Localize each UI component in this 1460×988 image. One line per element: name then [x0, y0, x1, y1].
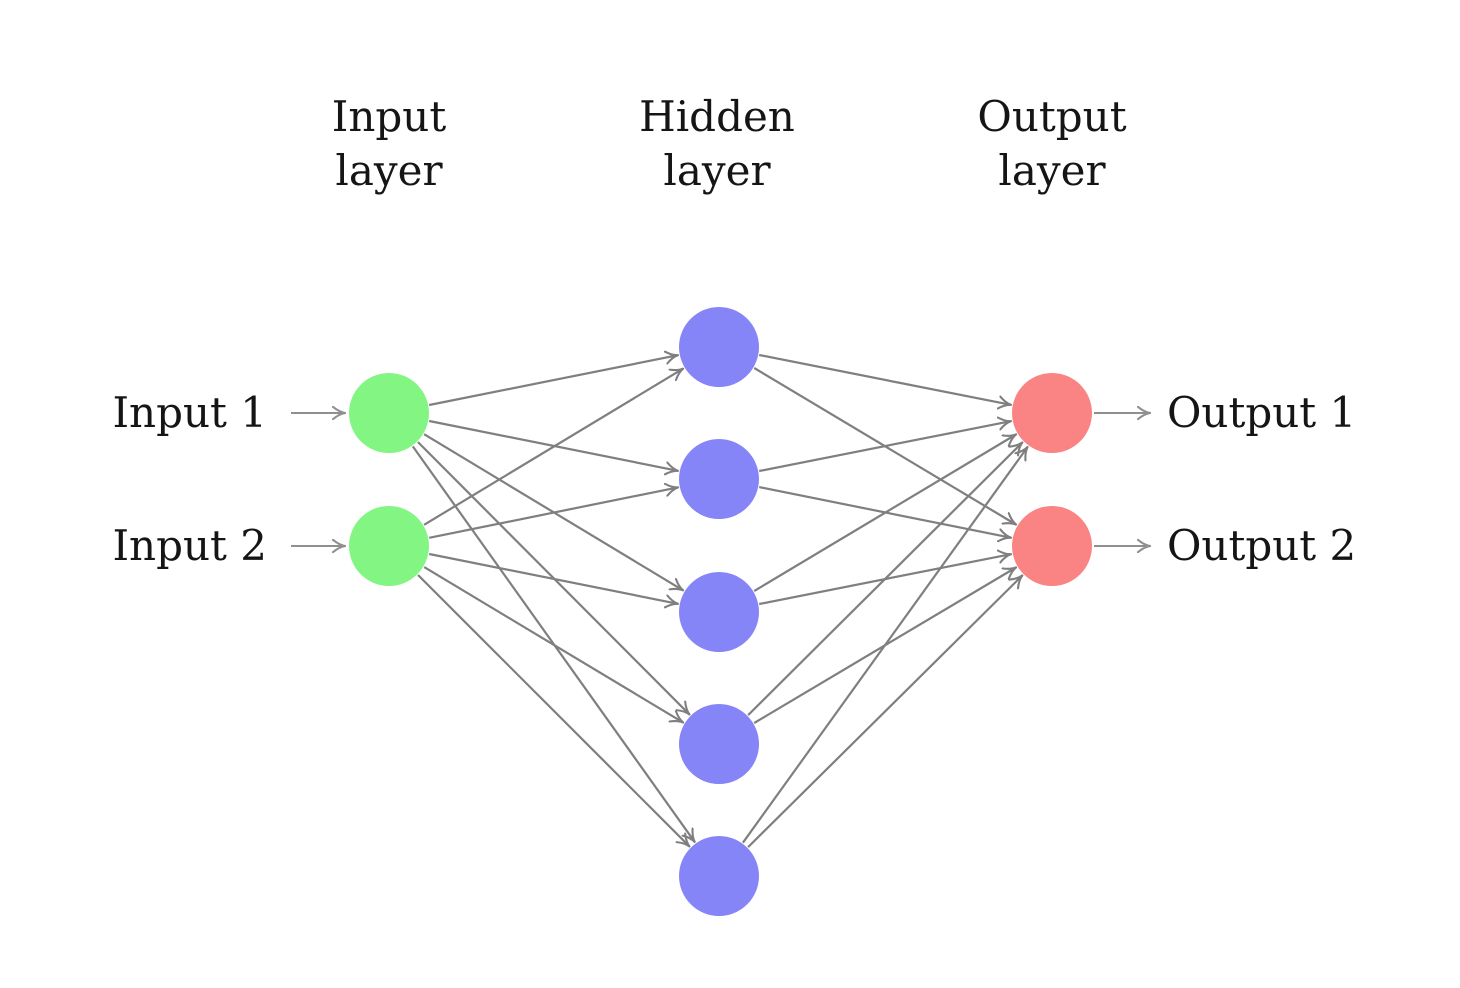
output-1-label: Output 1	[1167, 388, 1357, 437]
edge-input2-hidden1	[423, 369, 683, 526]
input-2-label: Input 2	[112, 521, 267, 570]
edge-input1-hidden1	[428, 355, 678, 407]
input-1-label: Input 1	[112, 388, 267, 437]
input-layer-label: Input layer	[331, 92, 447, 195]
edge-input2-hidden3	[428, 552, 678, 604]
hidden-node-3	[679, 572, 759, 652]
edge-input2-hidden4	[423, 566, 683, 722]
input-node-1	[349, 373, 429, 453]
input-node-2	[349, 506, 429, 586]
edge-hidden5-output1	[742, 447, 1028, 844]
edge-hidden2-output1	[758, 421, 1011, 473]
edge-input2-hidden2	[428, 487, 678, 539]
edge-hidden5-output2	[747, 576, 1022, 848]
output-2-label: Output 2	[1167, 521, 1357, 570]
output-node-1	[1012, 373, 1092, 453]
hidden-node-2	[679, 439, 759, 519]
edge-hidden1-output1	[758, 353, 1011, 405]
hidden-node-1	[679, 307, 759, 387]
edge-hidden3-output1	[753, 435, 1016, 592]
output-layer-label: Output layer	[977, 92, 1127, 195]
edge-input2-hidden5	[417, 574, 689, 846]
hidden-node-5	[679, 836, 759, 916]
output-node-2	[1012, 506, 1092, 586]
edge-hidden4-output1	[747, 443, 1022, 716]
hidden-node-4	[679, 704, 759, 784]
hidden-layer-label: Hidden layer	[639, 92, 795, 195]
